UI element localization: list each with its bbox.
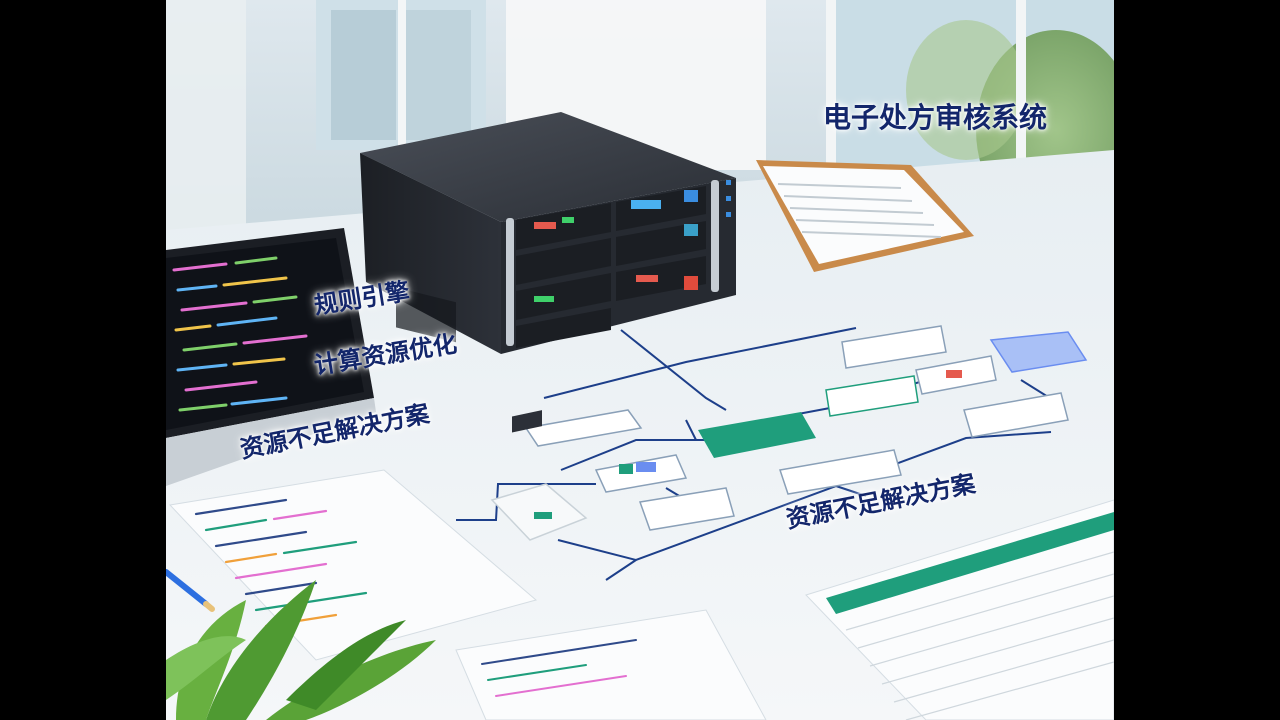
spreadsheet-icon [805,499,1114,720]
server-rack-icon [360,112,736,354]
bottom-document [455,609,767,720]
flowchart-nodes [524,325,1088,531]
scene-photo: 电子处方审核系统 规则引擎 计算资源优化 资源不足解决方案 资源不足解决方案 [166,0,1114,720]
plant-icon [166,580,436,720]
clipboard-icon [756,160,974,272]
flowchart-diagram-icon [456,325,1088,581]
pencil-icon [166,569,215,612]
server-panels [516,180,731,348]
code-document [168,469,538,661]
scene-title: 电子处方审核系统 [823,101,1048,134]
scene-illustration [166,0,1114,720]
laptop-code-icon [166,228,376,486]
device-icon [490,410,588,541]
